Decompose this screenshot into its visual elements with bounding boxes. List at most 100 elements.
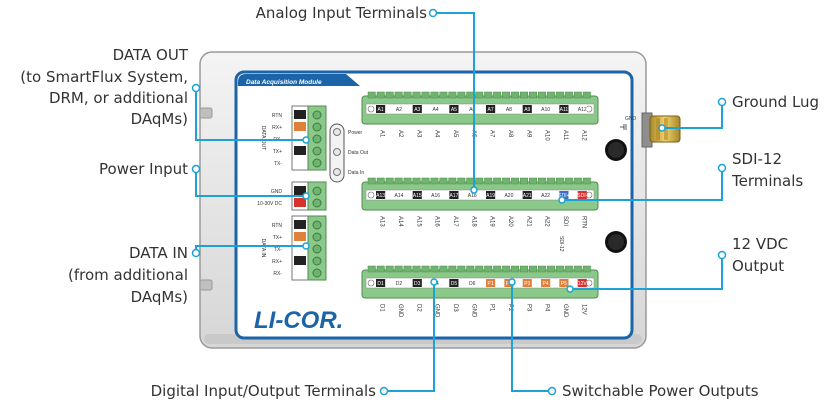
terminal-screw [430, 265, 439, 273]
terminal-chip-label: D5 [451, 281, 458, 287]
terminal-screw [502, 265, 511, 273]
terminal-chip-label: A11 [560, 107, 569, 113]
terminal-pin-label: A13 [379, 216, 385, 227]
terminal-screw-icon [312, 198, 322, 208]
terminal-chip [449, 191, 459, 199]
terminal-pin-label: A20 [507, 216, 513, 227]
terminal-screw [394, 177, 403, 185]
callout-ground-lug: Ground Lug [732, 93, 819, 111]
callout-data-out-line2: (to SmartFlux System, [20, 68, 188, 86]
terminal-screw [412, 265, 421, 273]
left-pin-chip [294, 198, 306, 207]
callout-data-in-line3: DAqMs) [131, 288, 188, 306]
terminal-pin-label: GND [434, 304, 440, 318]
terminal-chip-label: A9 [524, 107, 530, 113]
terminal-screw [537, 265, 546, 273]
terminal-chip [394, 279, 404, 287]
terminal-chip [412, 105, 422, 113]
terminal-pin-label: A10 [544, 130, 550, 141]
terminal-screw [555, 91, 564, 99]
terminal-chip [486, 105, 496, 113]
terminal-chip-label: A3 [414, 107, 420, 113]
terminal-chip-label: A19 [486, 193, 495, 199]
led-label: Data Out [348, 150, 369, 156]
terminal-chip [412, 279, 422, 287]
terminal-screw-icon [312, 146, 322, 156]
terminal-pin-label: A12 [580, 130, 586, 141]
terminal-screw [421, 265, 430, 273]
terminal-pin-label: A7 [489, 130, 495, 138]
terminal-chip [412, 191, 422, 199]
terminal-chip [467, 105, 477, 113]
callout-digital-io: Digital Input/Output Terminals [151, 382, 377, 400]
terminal-chip-label: A1 [378, 107, 384, 113]
terminal-chip-label: A16 [431, 193, 440, 199]
terminal-screw-icon [312, 110, 322, 120]
terminal-screw [529, 91, 537, 99]
terminal-screw [493, 91, 502, 99]
terminal-screw [529, 177, 537, 185]
terminal-screw [448, 177, 457, 185]
terminal-chip [376, 279, 386, 287]
licor-logo: LI-COR. [254, 307, 343, 334]
terminal-chip-label: D1 [377, 281, 384, 287]
left-pin-chip [294, 232, 306, 241]
terminal-pin-label: A17 [452, 216, 458, 227]
terminal-screw [412, 91, 421, 99]
terminal-pin-label: D3 [452, 304, 458, 312]
callout-switchable-power: Switchable Power Outputs [562, 382, 759, 400]
terminal-screw-icon [312, 268, 322, 278]
leader-12vdc [570, 255, 723, 290]
left-pin-chip [294, 268, 306, 277]
terminal-pin-label: A14 [397, 216, 403, 227]
terminal-screw [385, 177, 394, 185]
callout-12vdc-line1: 12 VDC [732, 235, 788, 253]
terminal-chip [559, 279, 569, 287]
terminal-screw [475, 265, 484, 273]
terminal-screw [537, 91, 546, 99]
terminal-screw [448, 91, 457, 99]
terminal-screw [484, 91, 493, 99]
terminal-screw [376, 177, 385, 185]
terminal-screw [484, 265, 493, 273]
terminal-pin-label: A4 [434, 130, 440, 138]
terminal-chip [449, 279, 459, 287]
terminal-screw [475, 177, 484, 185]
terminal-pin-label: P2 [507, 304, 513, 312]
leader-digital-io [388, 282, 435, 392]
callout-data-in-line1: DATA IN [129, 244, 188, 262]
terminal-screw [564, 265, 573, 273]
terminal-screw [430, 177, 439, 185]
terminal-screw [457, 177, 466, 185]
terminal-screw [511, 265, 520, 273]
terminal-screw [421, 91, 430, 99]
terminal-chip-label: A17 [449, 193, 458, 199]
callout-12vdc-line2: Output [732, 257, 784, 275]
mount-tab-left-top [199, 107, 213, 119]
terminal-chip-label: A2 [396, 107, 402, 113]
terminal-chip-label: A22 [541, 193, 550, 199]
terminal-chip-label: D3 [414, 281, 421, 287]
terminal-screw [511, 91, 520, 99]
leader-data-out [195, 90, 306, 141]
terminal-pin-label: RTN [580, 216, 586, 228]
terminal-screw [520, 265, 529, 273]
led-label: Power [348, 130, 363, 136]
terminal-screw [439, 177, 448, 185]
terminal-pin-label: A3 [415, 130, 421, 138]
terminal-screw [430, 91, 439, 99]
terminal-pin-label: P3 [525, 304, 531, 312]
terminal-chip-label: A8 [506, 107, 512, 113]
callout-sdi12-line2: Terminals [731, 172, 803, 190]
callout-sdi12-line1: SDI-12 [732, 150, 782, 168]
callout-data-out-line1: DATA OUT [113, 46, 189, 64]
left-pin-chip [294, 122, 306, 131]
terminal-chip [394, 191, 404, 199]
led-label: Data In [348, 170, 364, 176]
terminal-chip-label: A10 [541, 107, 550, 113]
terminal-pin-label: P4 [544, 304, 550, 312]
terminal-chip-label: SDI+ [558, 193, 569, 199]
left-pin-label: TX+ [273, 149, 282, 155]
terminal-screw [520, 91, 529, 99]
